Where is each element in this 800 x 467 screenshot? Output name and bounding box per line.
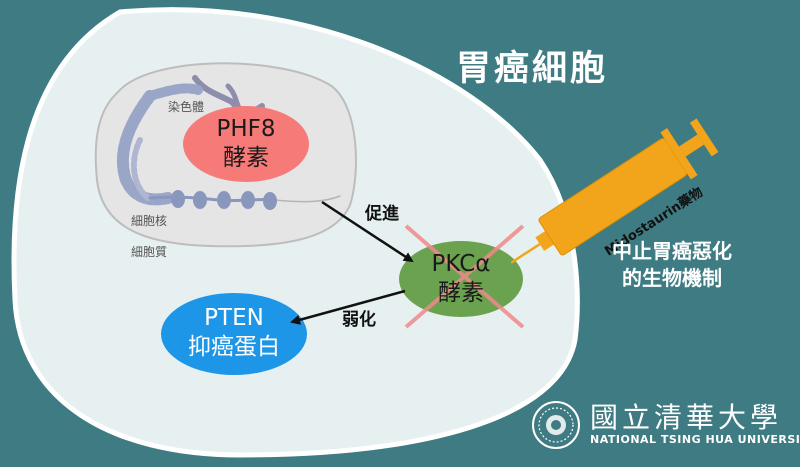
pten-oval xyxy=(161,293,307,375)
phf8-label: PHF8 酵素 xyxy=(183,115,309,173)
chromosome-label: 染色體 xyxy=(168,100,205,114)
phf8-oval xyxy=(183,106,309,182)
nucleus-label: 細胞核 xyxy=(131,214,168,228)
university-name-en: NATIONAL TSING HUA UNIVERSITY xyxy=(590,433,800,446)
university-seal-icon xyxy=(532,401,580,449)
syringe-icon xyxy=(510,118,719,264)
phf8-type: 酵素 xyxy=(223,145,269,171)
inhibition-cross xyxy=(404,224,525,329)
weaken-arrow xyxy=(290,289,406,325)
pten-name: PTEN xyxy=(204,305,264,331)
promote-arrow xyxy=(321,200,414,263)
pkc-name: PKCα xyxy=(431,251,491,277)
drug-effect-line2: 的生物機制 xyxy=(622,266,722,290)
pkc-type: 酵素 xyxy=(438,280,484,306)
pkc-label: PKCα 酵素 xyxy=(399,250,523,308)
pten-label: PTEN 抑癌蛋白 xyxy=(161,304,307,362)
promote-label: 促進 xyxy=(365,204,399,224)
drug-effect: 中止胃癌惡化 的生物機制 xyxy=(582,238,762,292)
university-name-cn: 國立清華大學 xyxy=(590,401,783,434)
pten-type: 抑癌蛋白 xyxy=(188,334,280,360)
cytoplasm-label: 細胞質 xyxy=(131,245,168,259)
diagram-title: 胃癌細胞 xyxy=(456,49,609,89)
drug-effect-line1: 中止胃癌惡化 xyxy=(612,239,732,263)
phf8-name: PHF8 xyxy=(216,116,276,142)
chromosome xyxy=(116,75,341,210)
weaken-label: 弱化 xyxy=(342,310,376,330)
